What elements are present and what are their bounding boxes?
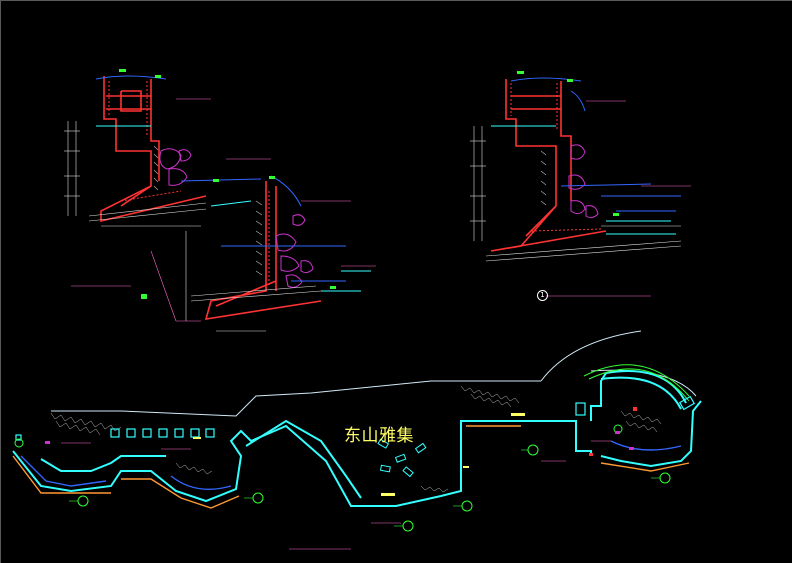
section-number-callout: 1	[537, 290, 548, 301]
left-section-detail	[64, 69, 376, 332]
plan-title: 东山雅集	[344, 426, 414, 446]
bottom-plan	[12, 330, 702, 550]
right-section-detail	[470, 71, 691, 297]
